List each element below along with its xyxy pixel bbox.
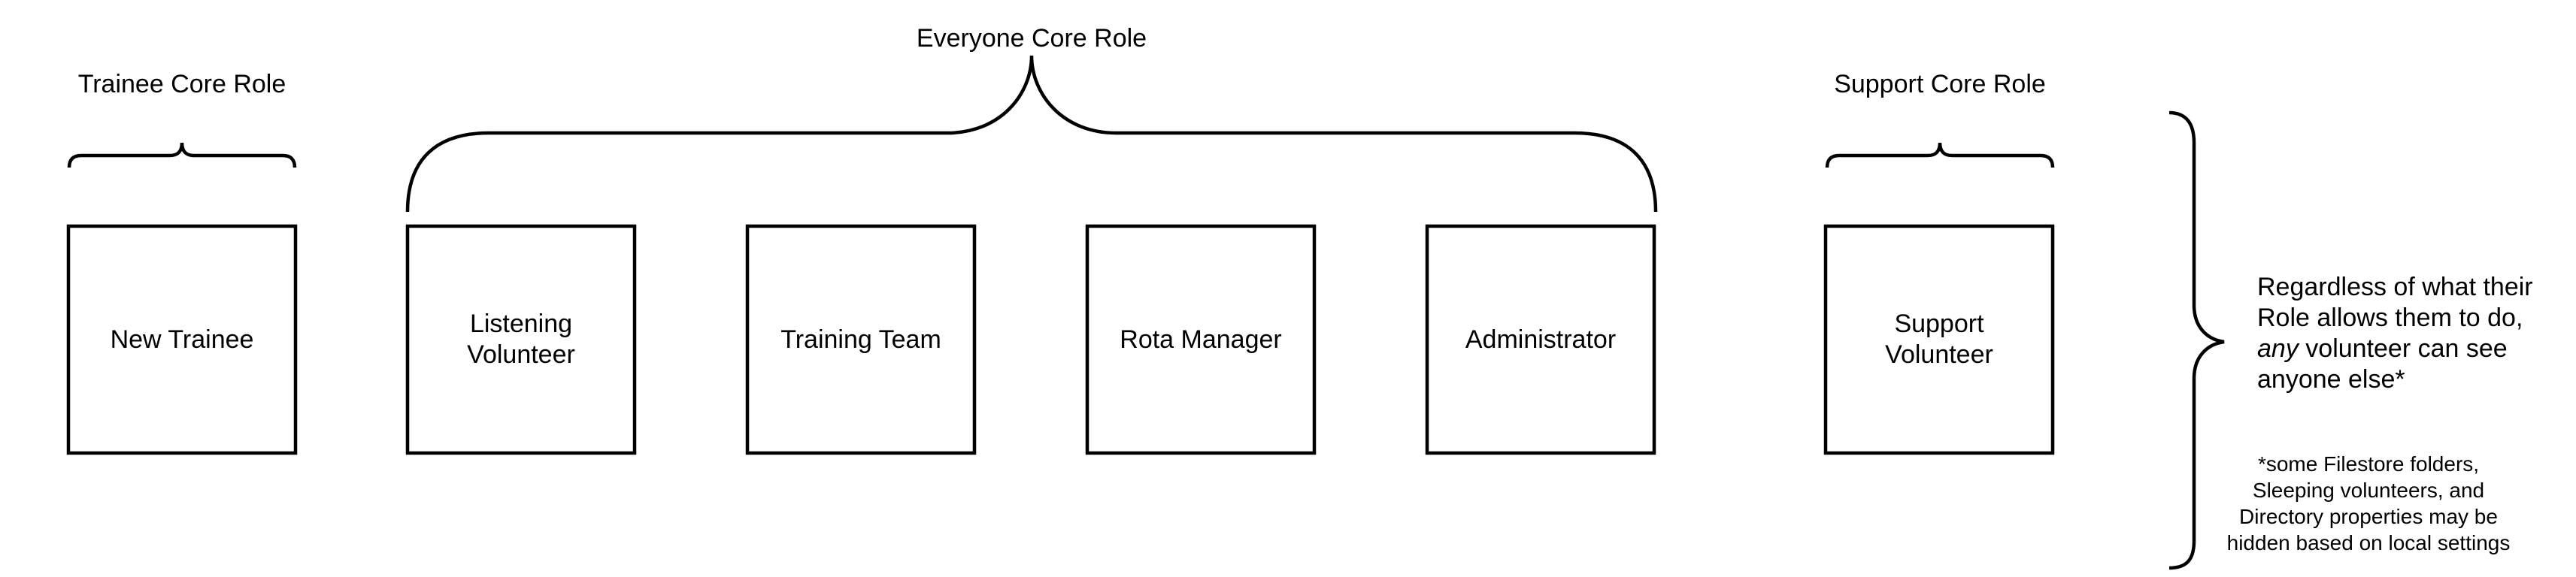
visibility-note: Regardless of what their Role allows the… — [2257, 272, 2558, 395]
group-label-support: Support Core Role — [1834, 70, 2046, 98]
role-label: Support Volunteer — [1885, 310, 1993, 369]
role-label: New Trainee — [110, 325, 254, 354]
note-text-before: Regardless of what their Role allows the… — [2257, 273, 2533, 332]
role-label: Training Team — [780, 325, 941, 354]
role-box-outline-administrator — [1425, 224, 1656, 455]
role-label: Administrator — [1465, 325, 1617, 354]
footnote: *some Filestore folders, Sleeping volunt… — [2226, 452, 2511, 554]
role-box-listening-volunteer: Listening Volunteer — [408, 226, 635, 453]
role-box-new-trainee: New Trainee — [68, 226, 295, 453]
role-box-outline-rota-manager — [1085, 224, 1317, 455]
support-bracket — [1825, 142, 2055, 168]
role-box-outline-new-trainee — [66, 224, 298, 455]
note-text-after: volunteer can see anyone else* — [2257, 334, 2508, 394]
role-box-outline-training-team — [745, 224, 977, 455]
group-label-everyone: Everyone Core Role — [916, 24, 1147, 53]
everyone-bracket — [405, 55, 1658, 213]
role-box-administrator: Administrator — [1427, 226, 1654, 453]
role-box-training-team: Training Team — [747, 226, 974, 453]
role-box-outline-support-volunteer — [1823, 224, 2055, 455]
group-label-trainee: Trainee Core Role — [77, 70, 286, 98]
note-emphasis: any — [2257, 334, 2299, 363]
role-label: Listening Volunteer — [467, 310, 575, 369]
role-box-rota-manager: Rota Manager — [1087, 226, 1314, 453]
scope-brace — [2168, 110, 2225, 570]
role-box-support-volunteer: Support Volunteer — [1826, 226, 2053, 453]
role-box-outline-listening-volunteer — [405, 224, 637, 455]
trainee-bracket — [67, 142, 297, 168]
role-label: Rota Manager — [1120, 325, 1282, 354]
